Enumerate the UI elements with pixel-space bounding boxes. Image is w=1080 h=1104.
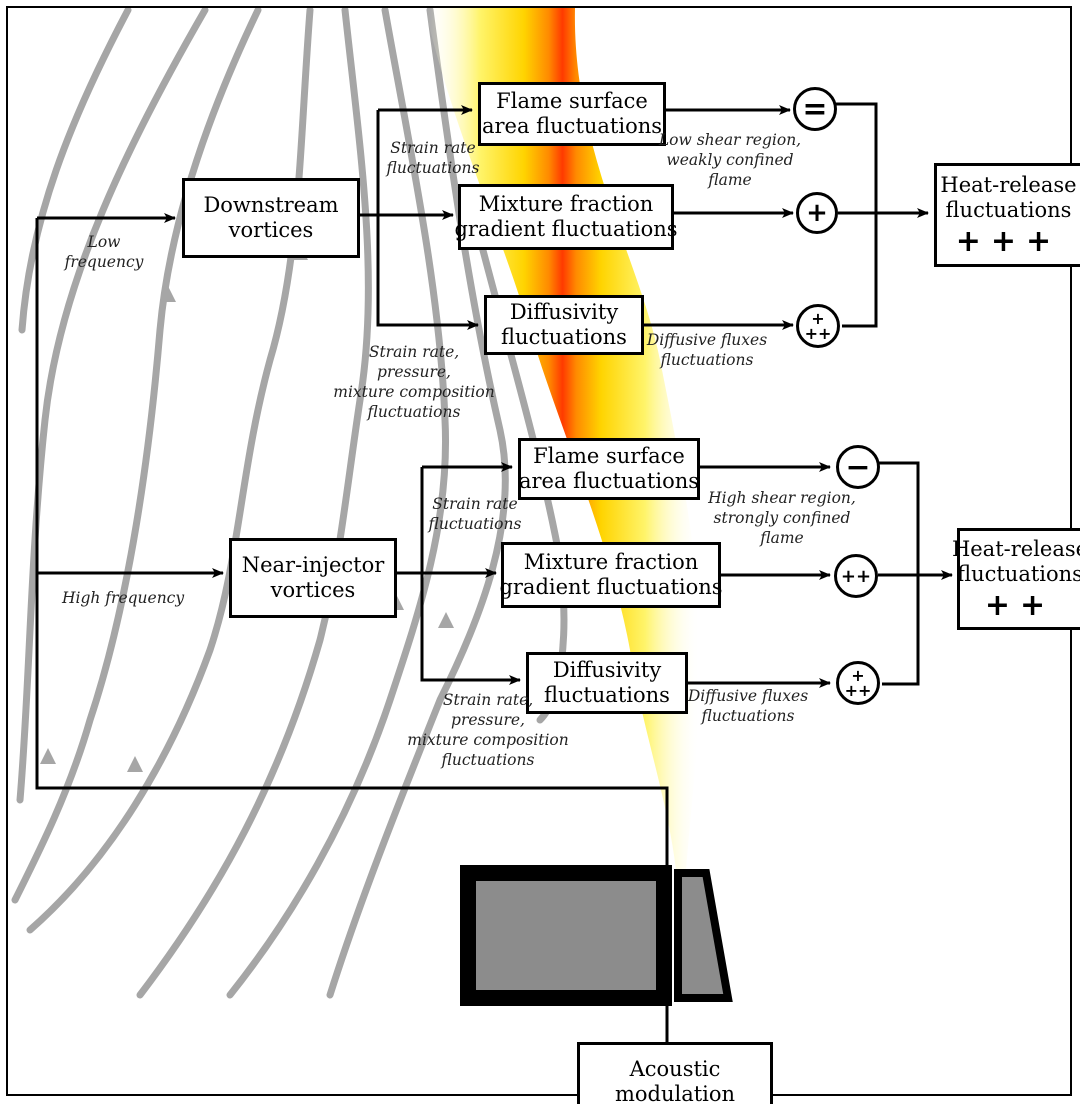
lower-diffusivity-box: Diffusivity fluctuations <box>526 652 688 714</box>
upper-region-label: Low shear region, weakly confined flame <box>658 131 802 190</box>
lower-mixture-line-2: gradient fluctuations <box>499 575 723 599</box>
acoustic-feed-line <box>35 218 669 1046</box>
lower-strain-pressure-label: Strain rate, pressure, mixture compositi… <box>407 691 569 770</box>
lower-flame-surface-line-1: Flame surface <box>533 444 685 469</box>
injector-lip <box>674 869 733 1002</box>
upper-flame-surface-box: Flame surface area fluctuations <box>478 82 666 146</box>
upper-diffusivity-line-1: Diffusivity <box>509 300 619 325</box>
near-injector-line-2: vortices <box>270 578 356 602</box>
lower-diffusivity-line-2: fluctuations <box>544 683 670 707</box>
upper-heat-release-marks: +++ <box>955 223 1062 259</box>
injector-block <box>460 865 672 1006</box>
lower-heat-release-line-1: Heat-release <box>951 537 1080 562</box>
upper-diffusive-fluxes-label: Diffusive fluxes fluctuations <box>646 331 768 370</box>
upper-diffusivity-line-2: fluctuations <box>501 325 627 349</box>
acoustic-line-2: modulation <box>614 1082 736 1104</box>
lower-heat-release-marks: ++ <box>984 587 1056 623</box>
lower-heat-release-line-2: fluctuations <box>957 562 1080 586</box>
streamline <box>136 6 372 999</box>
upper-plus-node: + <box>796 192 838 234</box>
lower-diffusive-fluxes-label: Diffusive fluxes fluctuations <box>687 687 809 726</box>
lower-minus-node: − <box>836 445 880 489</box>
near-injector-line-1: Near-injector <box>241 553 385 578</box>
low-frequency-label: Low frequency <box>64 233 144 272</box>
upper-mixture-fraction-box: Mixture fraction gradient fluctuations <box>454 184 678 250</box>
lower-double-plus-node: ++ <box>834 554 878 598</box>
upper-heat-release-line-1: Heat-release <box>940 173 1077 198</box>
lower-region-label: High shear region, strongly confined fla… <box>708 489 856 548</box>
streamline-arrow <box>160 286 176 302</box>
streamline <box>226 6 450 999</box>
streamline <box>16 6 209 804</box>
upper-flame-surface-line-2: area fluctuations <box>481 114 663 138</box>
near-injector-vortices-box: Near-injector vortices <box>229 538 397 618</box>
upper-flame-surface-line-1: Flame surface <box>496 89 648 114</box>
injector <box>460 865 733 1006</box>
streamline-arrow <box>40 748 56 764</box>
streamline-arrow <box>438 612 454 628</box>
upper-to-diffusivity <box>376 215 479 330</box>
upper-strain-pressure-label: Strain rate, pressure, mixture compositi… <box>333 343 495 422</box>
streamline-arrow <box>127 756 143 772</box>
connectors <box>35 102 953 1046</box>
upper-collector <box>836 102 878 328</box>
lower-heat-release-box: Heat-release fluctuations ++ <box>952 528 1080 630</box>
lower-to-diffusivity <box>420 573 521 685</box>
downstream-line-2: vortices <box>228 218 314 242</box>
lower-triple-plus-node: + ++ <box>836 661 880 705</box>
downstream-line-1: Downstream <box>203 193 339 218</box>
upper-mixture-line-2: gradient fluctuations <box>454 217 678 241</box>
upper-heat-release-line-2: fluctuations <box>945 198 1072 222</box>
lower-mixture-fraction-box: Mixture fraction gradient fluctuations <box>499 542 723 608</box>
streamline <box>11 6 262 904</box>
lower-flame-surface-line-2: area fluctuations <box>518 469 700 493</box>
upper-equal-node: = <box>793 87 837 131</box>
upper-mixture-line-1: Mixture fraction <box>478 192 654 217</box>
lower-diffusivity-line-1: Diffusivity <box>552 658 662 683</box>
lower-flame-surface-box: Flame surface area fluctuations <box>518 438 700 500</box>
lower-mixture-line-1: Mixture fraction <box>523 550 699 575</box>
acoustic-line-1: Acoustic <box>629 1057 721 1082</box>
upper-strain-rate-label: Strain rate fluctuations <box>386 139 480 178</box>
upper-triple-plus-node: + ++ <box>796 304 840 348</box>
downstream-vortices-box: Downstream vortices <box>182 178 360 258</box>
acoustic-modulation-box: Acoustic modulation <box>577 1042 773 1104</box>
upper-diffusivity-box: Diffusivity fluctuations <box>484 295 644 355</box>
upper-heat-release-box: Heat-release fluctuations +++ <box>934 163 1080 267</box>
lower-strain-rate-label: Strain rate fluctuations <box>428 495 522 534</box>
streamline <box>18 6 132 334</box>
high-frequency-label: High frequency <box>62 589 185 607</box>
